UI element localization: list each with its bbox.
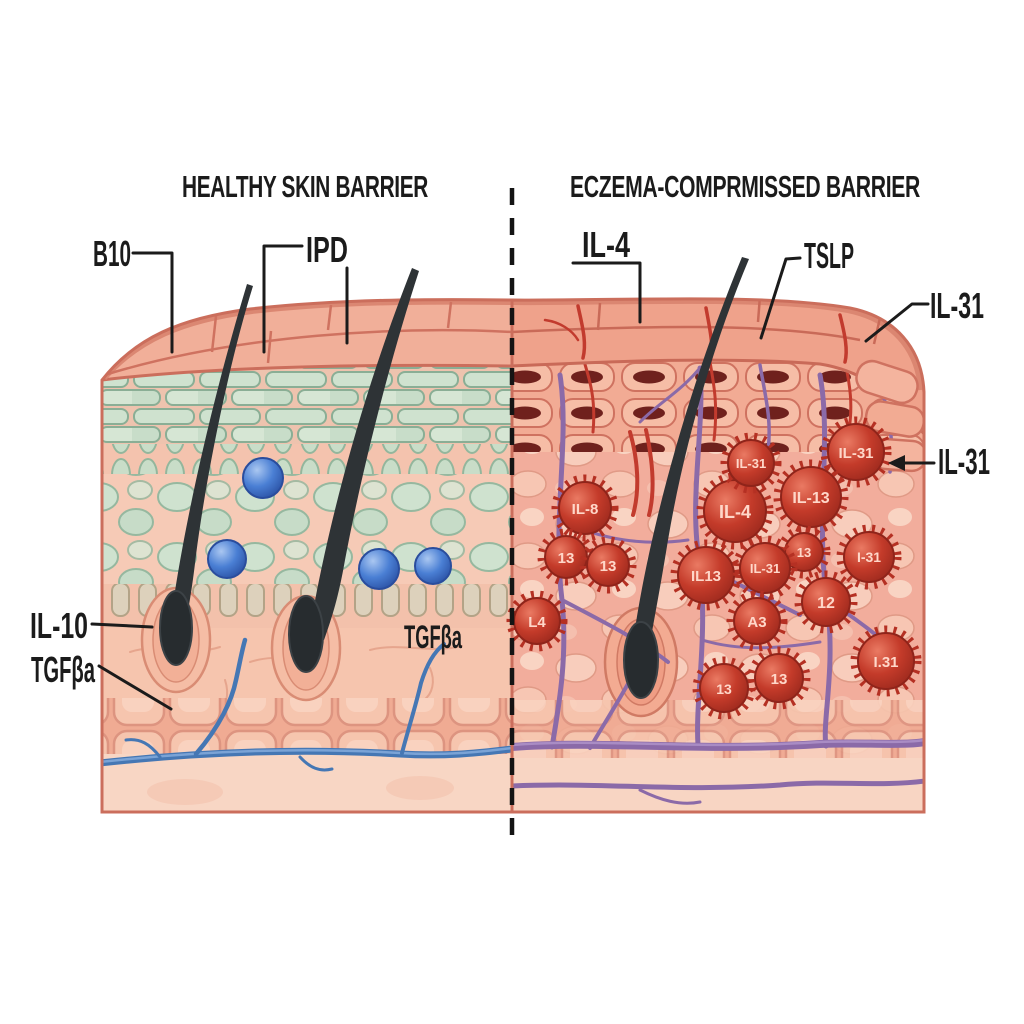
corneum-brick-line	[512, 325, 861, 342]
corneum-brick-line	[596, 302, 602, 331]
blood-vessel-purple-branch	[758, 363, 771, 452]
blood-vessel-blue-branch	[298, 755, 334, 772]
inflammation-streak	[628, 430, 640, 517]
label-tgfba-left: TGFβa	[31, 649, 96, 690]
corneum-crack	[576, 304, 587, 360]
blood-vessel-blue-branch	[124, 738, 162, 759]
virus-particle: 12	[794, 570, 858, 634]
corner-brick	[855, 359, 919, 405]
blood-vessel-blue-highlight	[102, 746, 512, 764]
svg-text:IL-31: IL-31	[736, 456, 766, 471]
spinous-layer-cells	[102, 474, 512, 586]
blood-vessel-purple-branch	[638, 366, 702, 424]
svg-text:13: 13	[716, 681, 732, 697]
label-il4: IL-4	[582, 224, 630, 265]
svg-text:IL-13: IL-13	[792, 490, 829, 507]
label-il31-right: IL-31	[938, 441, 990, 482]
blood-vessel-purple-twig	[638, 788, 702, 805]
leader-il31-top	[864, 302, 930, 343]
virus-particle: A3	[726, 590, 788, 652]
svg-text:IL-31: IL-31	[750, 561, 780, 576]
leader-il31-arrowhead	[888, 455, 905, 471]
basal-layer-cells	[102, 698, 512, 754]
svg-text:13: 13	[558, 550, 575, 567]
virus-particle: 13	[777, 525, 831, 579]
title-healthy: HEALTHY SKIN BARRIER	[182, 169, 428, 204]
label-b10: B10	[93, 233, 131, 274]
svg-text:12: 12	[817, 595, 835, 612]
hypodermis-blob	[147, 779, 223, 805]
corneum-brick-line	[210, 315, 218, 353]
blue-marker-cell	[207, 539, 247, 579]
blue-marker-cell	[242, 457, 284, 499]
hair-bulb	[159, 590, 193, 666]
corneum-brick-line	[446, 301, 453, 329]
virus-particle: IL-13	[773, 459, 849, 535]
corneum-top-rim	[102, 299, 512, 380]
svg-text:I.31: I.31	[873, 654, 898, 671]
leader-tslp	[759, 256, 802, 340]
healthy-tissue-outline	[100, 298, 514, 814]
hair-shaft	[170, 284, 253, 630]
label-il10: IL-10	[30, 605, 88, 646]
red-capillary	[708, 360, 718, 442]
virus-particle: IL-31	[720, 432, 782, 494]
title-eczema: ECZEMA-COMPRMISSED BARRIER	[570, 169, 920, 204]
blood-vessel-purple-highlight	[512, 738, 924, 747]
svg-text:13: 13	[600, 558, 617, 575]
healthy-skin-panel	[100, 268, 514, 814]
leader-il4	[571, 261, 642, 324]
svg-text:IL-8: IL-8	[572, 501, 599, 518]
svg-text:IL-4: IL-4	[719, 502, 751, 522]
virus-particle: 13	[579, 536, 637, 594]
label-il31-top: IL-31	[930, 285, 984, 326]
corneum-brick-line	[107, 328, 512, 376]
blood-vessel-purple-lower	[512, 778, 924, 791]
virus-particle: 13	[747, 646, 811, 710]
corneum-crack	[838, 313, 848, 364]
svg-text:IL13: IL13	[691, 568, 721, 585]
hypodermis-blob	[386, 776, 454, 800]
virus-particle: I-31	[836, 524, 902, 590]
svg-text:13: 13	[797, 545, 811, 560]
blood-vessel-purple-main-horizontal	[512, 738, 924, 751]
svg-text:L4: L4	[528, 614, 546, 631]
blood-vessel-blue-branch	[400, 642, 446, 755]
svg-text:13: 13	[771, 671, 788, 688]
label-ipd: IPD	[306, 229, 348, 270]
hair-shaft	[309, 268, 419, 640]
inflammation-streak	[644, 428, 655, 517]
leader-il10	[90, 622, 154, 629]
blood-vessel-purple-trunk	[549, 372, 567, 750]
green-oval-cell-row	[102, 444, 512, 476]
svg-text:A3: A3	[747, 614, 766, 631]
corneum-top-rim-eczema	[512, 298, 924, 391]
blue-marker-cell	[414, 547, 452, 585]
hair-shaft	[632, 257, 749, 655]
eczema-tissue-outline	[510, 297, 926, 814]
virus-particle: IL-31	[820, 416, 892, 488]
leader-tgfba-left	[97, 664, 173, 711]
virus-particle: I.31	[850, 625, 922, 697]
dermis-wrinkle	[369, 645, 463, 651]
svg-text:IL-31: IL-31	[838, 445, 873, 462]
blue-marker-cell	[358, 548, 400, 590]
virus-particle: IL-31	[732, 535, 798, 601]
leader-b10	[131, 251, 174, 354]
virus-particle: 13	[692, 656, 756, 720]
label-tgfba-mid: TGFβa	[404, 619, 462, 655]
virus-particle: IL-8	[551, 474, 619, 542]
corneum-brick-line	[266, 330, 273, 364]
hair-bulb	[288, 595, 324, 673]
corneum-brick-line	[326, 304, 333, 331]
hair-bulb	[623, 621, 659, 699]
corneum-crack	[543, 318, 580, 342]
blood-vessel-blue-branch	[193, 637, 248, 757]
label-tslp: TSLP	[804, 235, 854, 276]
leader-ipd-left	[262, 244, 304, 354]
svg-text:I-31: I-31	[857, 549, 881, 565]
